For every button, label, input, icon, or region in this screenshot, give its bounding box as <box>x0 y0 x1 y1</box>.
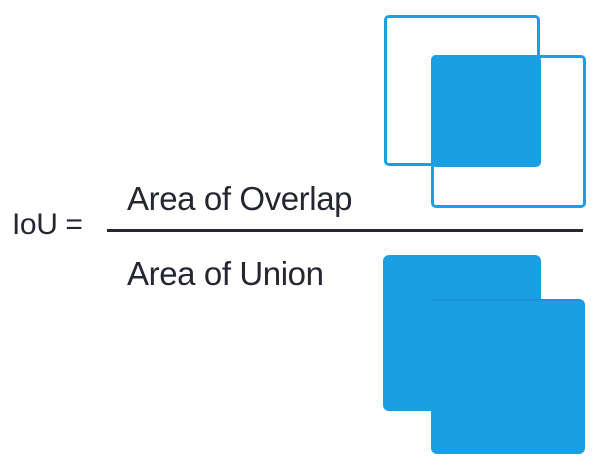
fraction-bar <box>107 229 583 232</box>
denominator-label: Area of Union <box>127 255 324 292</box>
union-box-b-fill <box>431 299 585 454</box>
formula-lhs: IoU = <box>12 208 83 241</box>
numerator-label: Area of Overlap <box>127 180 353 217</box>
intersection-fill <box>431 55 541 167</box>
